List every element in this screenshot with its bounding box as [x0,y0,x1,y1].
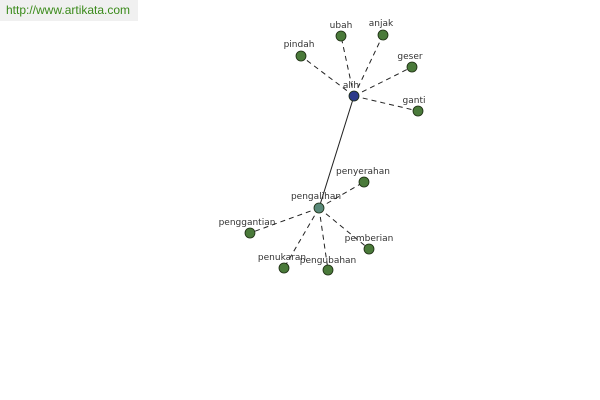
label-pengubahan[interactable]: pengubahan [300,256,357,266]
node-pengubahan[interactable] [322,264,334,276]
edge-ubah [340,35,355,97]
graph-labels: pindah ubah anjak geser ganti penyerahan pengg… [219,19,426,266]
label-pemberian[interactable]: pemberian [345,234,394,244]
node-anjak[interactable] [377,29,389,41]
label-ubah[interactable]: ubah [330,21,353,31]
label-penggantian[interactable]: penggantian [219,218,276,228]
node-penyerahan[interactable] [358,176,370,188]
label-penyerahan[interactable]: penyerahan [336,167,390,177]
label-anjak[interactable]: anjak [369,19,394,29]
node-pindah[interactable] [295,50,307,62]
label-ganti[interactable]: ganti [403,96,426,106]
edge-anjak [353,34,384,97]
label-pindah[interactable]: pindah [284,40,315,50]
graph-nodes [244,29,424,276]
edge-ganti [353,95,419,112]
node-penukaran[interactable] [278,262,290,274]
label-penukaran[interactable]: penukaran [258,253,306,263]
edge-geser [353,66,413,97]
edge-pengubahan [318,207,329,271]
label-alih[interactable]: alih [343,81,359,91]
edge-pindah [300,55,355,97]
edge-penukaran [283,207,320,269]
node-pemberian[interactable] [363,243,375,255]
node-ubah[interactable] [335,30,347,42]
site-url-link[interactable]: http://www.artikata.com [0,0,138,21]
label-geser[interactable]: geser [397,52,422,62]
graph-edges [249,34,419,271]
node-penggantian[interactable] [244,227,256,239]
edge-penggantian [249,207,320,234]
node-ganti[interactable] [412,105,424,117]
label-pengalihan[interactable]: pengalihan [291,192,341,202]
node-geser[interactable] [406,61,418,73]
hub-link-edge [318,95,355,209]
node-alih[interactable] [348,90,360,102]
edge-pemberian [318,207,370,250]
node-pengalihan[interactable] [313,202,325,214]
